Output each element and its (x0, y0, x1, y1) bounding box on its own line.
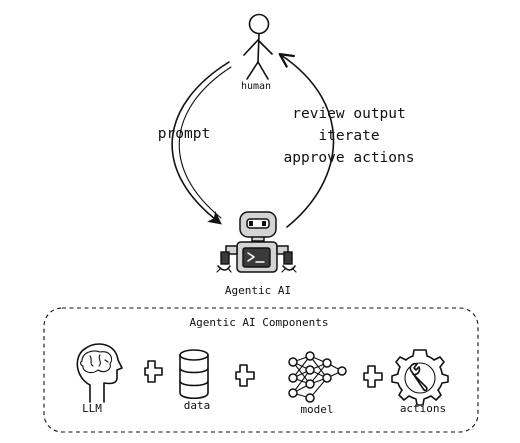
human-label: human (241, 81, 271, 92)
feedback-labels: review output iterate approve actions (284, 106, 415, 166)
plus-icon (363, 365, 383, 388)
prompt-arrow (171, 61, 232, 225)
components-box (43, 307, 479, 433)
feedback-line-review: review output (292, 106, 406, 122)
plus-icon (144, 360, 163, 383)
neural-network-icon (288, 351, 347, 403)
component-label-actions: actions (400, 402, 446, 415)
feedback-line-approve: approve actions (284, 150, 415, 166)
gear-wrench-icon (391, 349, 449, 406)
human-figure-icon (243, 13, 273, 80)
feedback-line-iterate: iterate (318, 128, 379, 144)
component-label-data: data (184, 399, 211, 412)
prompt-label: prompt (158, 126, 210, 142)
database-icon (179, 349, 209, 400)
brain-head-icon (76, 343, 123, 403)
feedback-arrow (278, 52, 335, 228)
plus-icon (235, 364, 255, 387)
components-title: Agentic AI Components (189, 316, 328, 329)
component-label-model: model (300, 403, 333, 416)
component-label-llm: LLM (82, 402, 102, 415)
robot-icon (216, 211, 297, 273)
agent-label: Agentic AI (225, 284, 291, 297)
